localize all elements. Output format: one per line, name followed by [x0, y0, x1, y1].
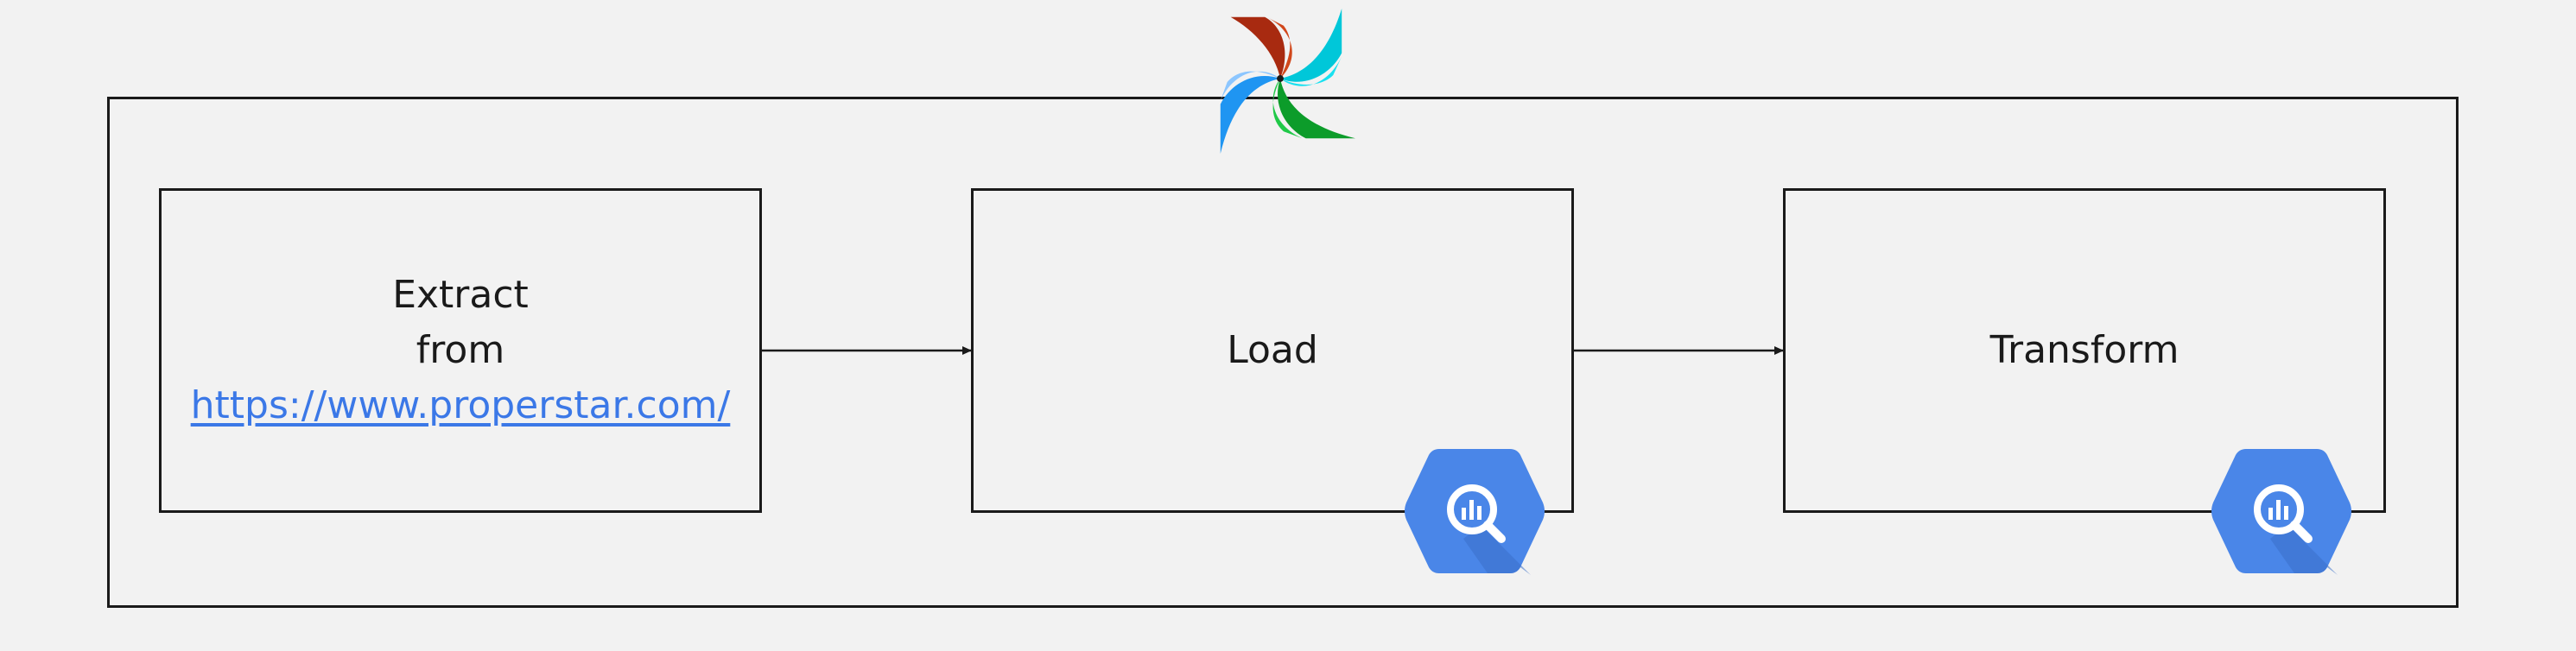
extract-step-line2: from — [416, 328, 505, 372]
transform-step-box: Transform — [1783, 188, 2386, 513]
extract-step-text: Extract from https://www.properstar.com/ — [191, 268, 731, 433]
extract-step-box: Extract from https://www.properstar.com/ — [159, 188, 762, 513]
bigquery-icon — [2211, 449, 2351, 575]
properstar-link[interactable]: https://www.properstar.com/ — [190, 383, 731, 427]
extract-step-line1: Extract — [392, 273, 529, 317]
load-step-label: Load — [1227, 328, 1318, 372]
bigquery-icon — [1405, 449, 1545, 575]
load-step-box: Load — [971, 188, 1574, 513]
transform-step-label: Transform — [1989, 328, 2179, 372]
airflow-logo-icon — [1220, 8, 1356, 155]
